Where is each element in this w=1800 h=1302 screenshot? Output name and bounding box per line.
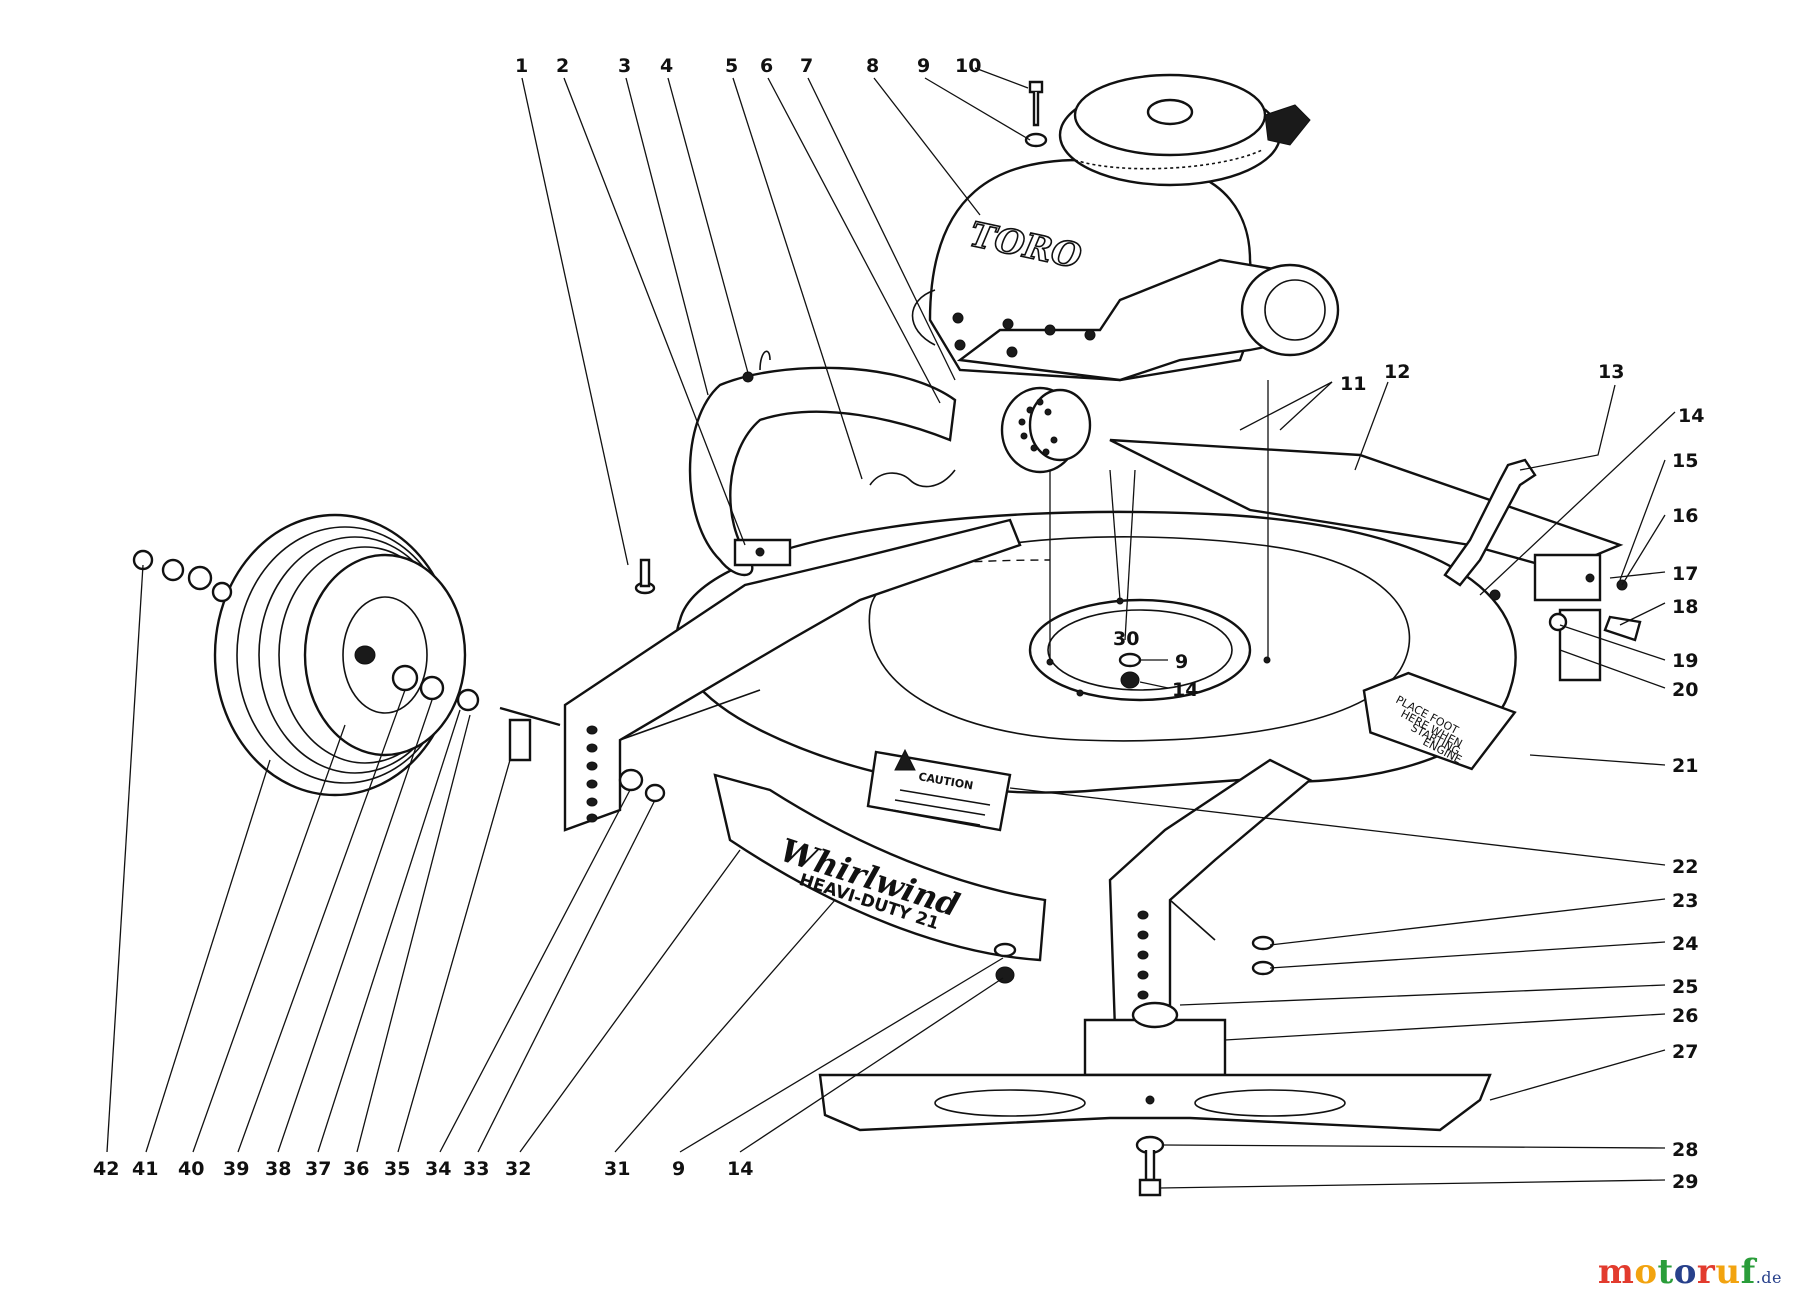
- callout-1: 1: [515, 55, 528, 77]
- callout-14: 14: [1678, 405, 1704, 427]
- callout-40: 40: [178, 1158, 204, 1180]
- mower-blade: [818, 1073, 1492, 1132]
- callout-13: 13: [1598, 361, 1624, 383]
- watermark-letter: r: [1696, 1252, 1716, 1292]
- callout-5: 5: [725, 55, 738, 77]
- callout-27: 27: [1672, 1041, 1698, 1063]
- right-bracket-holes: [1137, 910, 1149, 1000]
- callout-2: 2: [556, 55, 569, 77]
- caution-decal: CAUTION: [866, 748, 1012, 832]
- watermark-logo: motoruf.de: [1598, 1252, 1782, 1292]
- callout-9-center: 9: [1175, 651, 1188, 673]
- callout-32: 32: [505, 1158, 531, 1180]
- callout-20: 20: [1672, 679, 1698, 701]
- watermark-letter: m: [1597, 1252, 1635, 1292]
- callout-23: 23: [1672, 890, 1698, 912]
- callout-10: 10: [955, 55, 981, 77]
- callout-12: 12: [1384, 361, 1410, 383]
- callout-19: 19: [1672, 650, 1698, 672]
- callout-26: 26: [1672, 1005, 1698, 1027]
- rear-deflector: [688, 350, 957, 577]
- callout-21: 21: [1672, 755, 1698, 777]
- callout-34: 34: [425, 1158, 451, 1180]
- left-bracket-holes: [586, 725, 598, 823]
- callout-39: 39: [223, 1158, 249, 1180]
- callout-24: 24: [1672, 933, 1698, 955]
- callout-30: 30: [1113, 628, 1139, 650]
- callout-36: 36: [343, 1158, 369, 1180]
- callout-numbers-center: 30 9 14: [1113, 628, 1198, 701]
- callout-33: 33: [463, 1158, 489, 1180]
- callout-29: 29: [1672, 1171, 1698, 1193]
- watermark-letter: o: [1634, 1252, 1658, 1292]
- callout-41: 41: [132, 1158, 158, 1180]
- callout-28: 28: [1672, 1139, 1698, 1161]
- engine-assembly: TORO: [911, 73, 1340, 660]
- callout-numbers-bottom: 42 41 40 39 38 37 36 35 34 33 32 31 9 14: [93, 1158, 753, 1180]
- callout-35: 35: [384, 1158, 410, 1180]
- callout-4: 4: [660, 55, 673, 77]
- callout-14-center: 14: [1172, 679, 1198, 701]
- callout-25: 25: [1672, 976, 1698, 998]
- callout-22: 22: [1672, 856, 1698, 878]
- callout-numbers-right: 11 12 13 14 15 16 17 18 19 20 21 22 23 2…: [1340, 361, 1704, 1193]
- watermark-letter: u: [1715, 1252, 1741, 1292]
- watermark-letter: f: [1740, 1252, 1756, 1292]
- callout-15: 15: [1672, 450, 1698, 472]
- callout-3: 3: [618, 55, 631, 77]
- callout-14-bottom: 14: [727, 1158, 753, 1180]
- callout-8: 8: [866, 55, 879, 77]
- callout-17: 17: [1672, 563, 1698, 585]
- watermark-letter: t: [1657, 1252, 1674, 1292]
- callout-42: 42: [93, 1158, 119, 1180]
- watermark-letter: o: [1673, 1252, 1697, 1292]
- air-cleaner-holes: [1018, 398, 1058, 456]
- callout-16: 16: [1672, 505, 1698, 527]
- callout-38: 38: [265, 1158, 291, 1180]
- callout-6: 6: [760, 55, 773, 77]
- callout-7: 7: [800, 55, 813, 77]
- callout-37: 37: [305, 1158, 331, 1180]
- callout-11: 11: [1340, 373, 1366, 395]
- callout-18: 18: [1672, 596, 1698, 618]
- watermark-text: motoruf: [1598, 1252, 1756, 1292]
- leader-lines: [106, 67, 1676, 1189]
- callout-9-bottom: 9: [672, 1158, 685, 1180]
- callout-9: 9: [917, 55, 930, 77]
- rear-wheel: [132, 513, 561, 797]
- watermark-domain: .de: [1755, 1268, 1782, 1287]
- callout-numbers-top: 1 2 3 4 5 6 7 8 9 10: [515, 55, 981, 77]
- callout-31: 31: [604, 1158, 630, 1180]
